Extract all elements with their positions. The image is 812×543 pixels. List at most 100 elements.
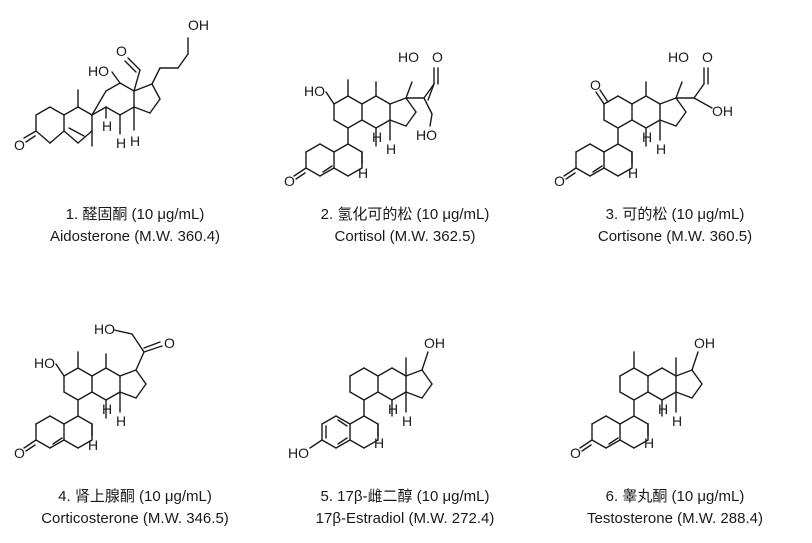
atom-ho-c21: HO: [94, 321, 115, 337]
atom-ho-c11: HO: [304, 83, 325, 99]
atom-o-c3: O: [284, 173, 295, 189]
compound-english-name: Corticosterone: [41, 510, 139, 527]
atom-ho-c11: HO: [34, 355, 55, 371]
atom-h-c8: H: [372, 129, 382, 145]
compound-concentration: (10 μg/mL): [416, 206, 490, 223]
atom-oh: OH: [188, 17, 209, 33]
atom-o-c11: O: [590, 77, 601, 93]
atom-h-c9: H: [374, 435, 384, 451]
atom-o-c20: O: [164, 335, 175, 351]
atom-h-c9: H: [88, 437, 98, 453]
compound-chinese-name: 氢化可的松: [337, 206, 413, 223]
compound-index: 6.: [605, 488, 619, 505]
atom-h-c14: H: [130, 133, 140, 149]
atom-h-c14: H: [386, 141, 396, 157]
atom-ho-c17: HO: [398, 49, 419, 65]
caption-line-chinese: 5. 17β-雌二醇 (10 μg/mL): [270, 486, 540, 508]
atom-o-c3: O: [14, 137, 25, 153]
compound-english-name: Cortisone: [597, 228, 663, 245]
atom-h-c8: H: [388, 401, 398, 417]
caption-line-chinese: 2. 氢化可的松 (10 μg/mL): [270, 204, 540, 226]
atom-o-aldehyde: O: [116, 43, 127, 59]
atom-o-c3: O: [570, 445, 581, 461]
compound-chinese-name: 醛固酮: [82, 206, 128, 223]
compound-index: 3.: [605, 206, 619, 223]
compound-chinese-name: 17β-雌二醇: [337, 488, 413, 505]
caption-line-english: 17β-Estradiol (M.W. 272.4): [270, 508, 540, 530]
compound-index: 1.: [65, 206, 79, 223]
compound-english-name: Cortisol: [334, 228, 386, 245]
compound-caption: 1. 醛固酮 (10 μg/mL) Aidosterone (M.W. 360.…: [0, 204, 270, 248]
atom-ho-c21: HO: [416, 127, 437, 143]
caption-line-english: Cortisone (M.W. 360.5): [540, 226, 810, 248]
compound-chinese-name: 可的松: [622, 206, 668, 223]
compound-caption: 2. 氢化可的松 (10 μg/mL) Cortisol (M.W. 362.5…: [270, 204, 540, 248]
cortisol-structure: HO HO O HO H H H O: [284, 49, 443, 189]
caption-line-english: Aidosterone (M.W. 360.4): [0, 226, 270, 248]
atom-h-c14: H: [656, 141, 666, 157]
compound-index: 4.: [58, 488, 71, 505]
atom-h-c8: H: [102, 118, 112, 134]
compound-english-name: 17β-Estradiol: [315, 510, 405, 527]
caption-line-chinese: 3. 可的松 (10 μg/mL): [540, 204, 810, 226]
caption-line-chinese: 6. 睾丸酮 (10 μg/mL): [540, 486, 810, 508]
caption-line-english: Cortisol (M.W. 362.5): [270, 226, 540, 248]
atom-oh-c17: OH: [694, 335, 715, 351]
cortisone-structure: O HO O OH H H H O: [554, 49, 733, 189]
compound-chinese-name: 肾上腺酮: [74, 488, 135, 505]
atom-h-c8: H: [102, 401, 112, 417]
compound-concentration: (10 μg/mL): [139, 488, 212, 505]
compound-caption: 5. 17β-雌二醇 (10 μg/mL) 17β-Estradiol (M.W…: [270, 486, 540, 530]
compound-mw: (M.W. 360.5): [666, 228, 753, 245]
atom-h-c9: H: [644, 435, 654, 451]
atom-h-c8: H: [658, 401, 668, 417]
atom-h-c14: H: [672, 413, 682, 429]
atom-o-c20: O: [432, 49, 443, 65]
atom-o-c20: O: [702, 49, 713, 65]
atom-o-c3: O: [14, 445, 25, 461]
compound-caption: 4. 肾上腺酮 (10 μg/mL) Corticosterone (M.W. …: [0, 486, 270, 530]
compound-panel-3: O HO O OH H H H O 3. 可的松 (10 μg/mL) Cort…: [540, 0, 810, 270]
compound-panel-1: OH O HO H H H O 1. 醛固酮 (10 μg/mL) Aidost…: [0, 0, 270, 270]
atom-o-c3: O: [554, 173, 565, 189]
atom-h-c14: H: [402, 413, 412, 429]
compound-panel-6: OH H H H O 6. 睾丸酮 (10 μg/mL) Testosteron…: [540, 290, 810, 543]
compound-chinese-name: 睾丸酮: [622, 488, 668, 505]
atom-h-c8: H: [642, 129, 652, 145]
atom-h-c9: H: [116, 135, 126, 151]
compound-index: 2.: [320, 206, 334, 223]
compound-concentration: (10 μg/mL): [671, 206, 745, 223]
compound-panel-4: HO O HO H H H O 4. 肾上腺酮 (10 μg/mL) Corti…: [0, 290, 270, 543]
caption-line-english: Corticosterone (M.W. 346.5): [0, 508, 270, 530]
atom-oh-c21: OH: [712, 103, 733, 119]
atom-ho-c11: HO: [88, 63, 109, 79]
compound-english-name: Aidosterone: [49, 228, 131, 245]
compound-mw: (M.W. 346.5): [142, 510, 229, 527]
atom-h-c14: H: [116, 413, 126, 429]
compound-mw: (M.W. 360.4): [134, 228, 221, 245]
compound-concentration: (10 μg/mL): [416, 488, 490, 505]
compound-mw: (M.W. 362.5): [389, 228, 476, 245]
caption-line-chinese: 1. 醛固酮 (10 μg/mL): [0, 204, 270, 226]
compound-concentration: (10 μg/mL): [131, 206, 205, 223]
testosterone-structure: OH H H H O: [570, 335, 715, 461]
compound-index: 5.: [320, 488, 333, 505]
corticosterone-structure: HO O HO H H H O: [14, 321, 175, 461]
compound-english-name: Testosterone: [587, 510, 673, 527]
caption-line-chinese: 4. 肾上腺酮 (10 μg/mL): [0, 486, 270, 508]
aldosterone-structure: OH O HO H H H O: [14, 17, 209, 153]
compound-panel-5: OH HO H H H 5. 17β-雌二醇 (10 μg/mL) 17β-Es…: [270, 290, 540, 543]
compound-caption: 3. 可的松 (10 μg/mL) Cortisone (M.W. 360.5): [540, 204, 810, 248]
caption-line-english: Testosterone (M.W. 288.4): [540, 508, 810, 530]
atom-h-c9: H: [358, 165, 368, 181]
atom-h-c9: H: [628, 165, 638, 181]
compound-concentration: (10 μg/mL): [671, 488, 745, 505]
compound-mw: (M.W. 288.4): [677, 510, 763, 527]
atom-ho-c3: HO: [288, 445, 309, 461]
compound-mw: (M.W. 272.4): [408, 510, 495, 527]
compound-panel-2: HO HO O HO H H H O 2. 氢化可的松 (10 μg/mL) C…: [270, 0, 540, 270]
atom-ho-c17: HO: [668, 49, 689, 65]
estradiol-structure: OH HO H H H: [288, 335, 445, 461]
atom-oh-c17: OH: [424, 335, 445, 351]
compound-caption: 6. 睾丸酮 (10 μg/mL) Testosterone (M.W. 288…: [540, 486, 810, 530]
